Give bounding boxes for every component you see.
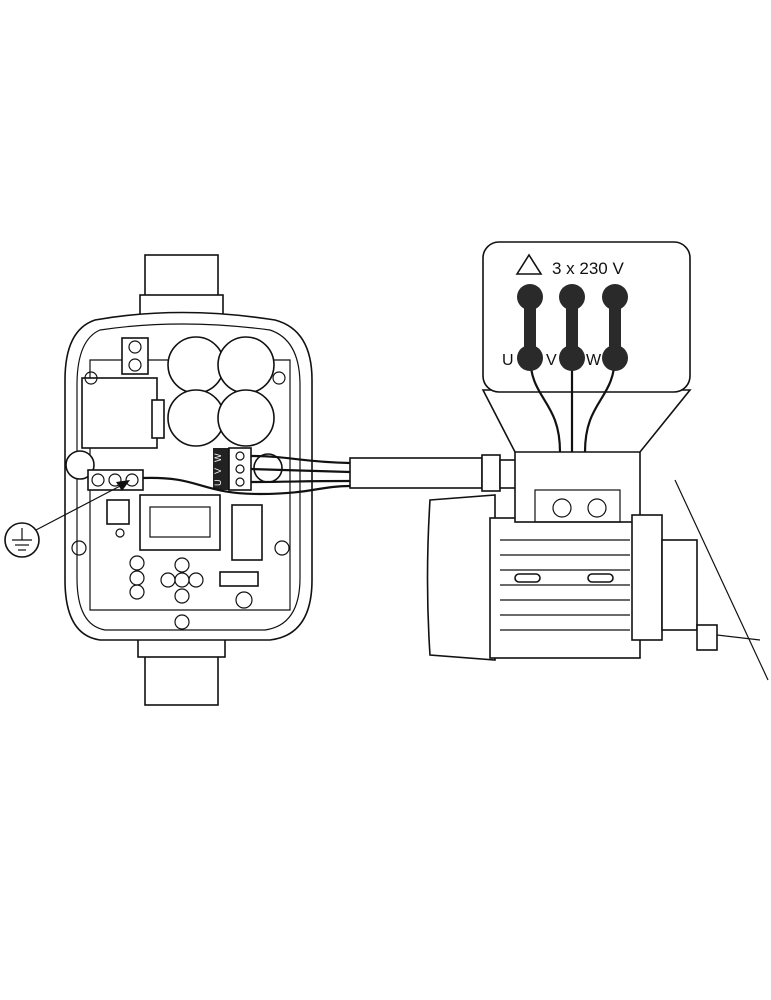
cable-sheath [349,457,483,489]
pump-controller: U V W [64,254,313,706]
capacitors [167,336,275,447]
terminal-bridges [517,284,628,371]
cut-line [674,479,769,681]
relay-block [81,377,158,449]
motor-junction-box [514,449,641,523]
supply-voltage-label: 3 x 230 V [552,259,624,278]
motor-cable [142,454,517,496]
motor-terminal-w: W [586,352,602,369]
earth-ground-icon [4,522,40,558]
delta-icon [515,253,543,275]
power-terminal-block [121,337,149,375]
top-fitting [144,254,219,301]
fan-cover [426,494,496,661]
motor-connection-callout: 3 x 230 V U V W [481,241,692,453]
screws [71,371,290,630]
pump-motor [426,449,769,681]
controller-terminal-w: W [213,453,223,462]
keypad [129,555,253,609]
controller-terminal-v: V [213,468,223,474]
motor-body [489,517,641,659]
controller-terminal-u: U [213,480,223,487]
cable-gland [481,454,501,492]
ground-terminals [87,469,144,491]
pump-flange [631,514,663,641]
motor-terminal-u: U [502,352,514,369]
ground-arrow [35,484,123,531]
display [139,494,221,551]
motor-terminal-v: V [546,352,557,369]
uvw-terminal-block: U V W [213,447,252,491]
